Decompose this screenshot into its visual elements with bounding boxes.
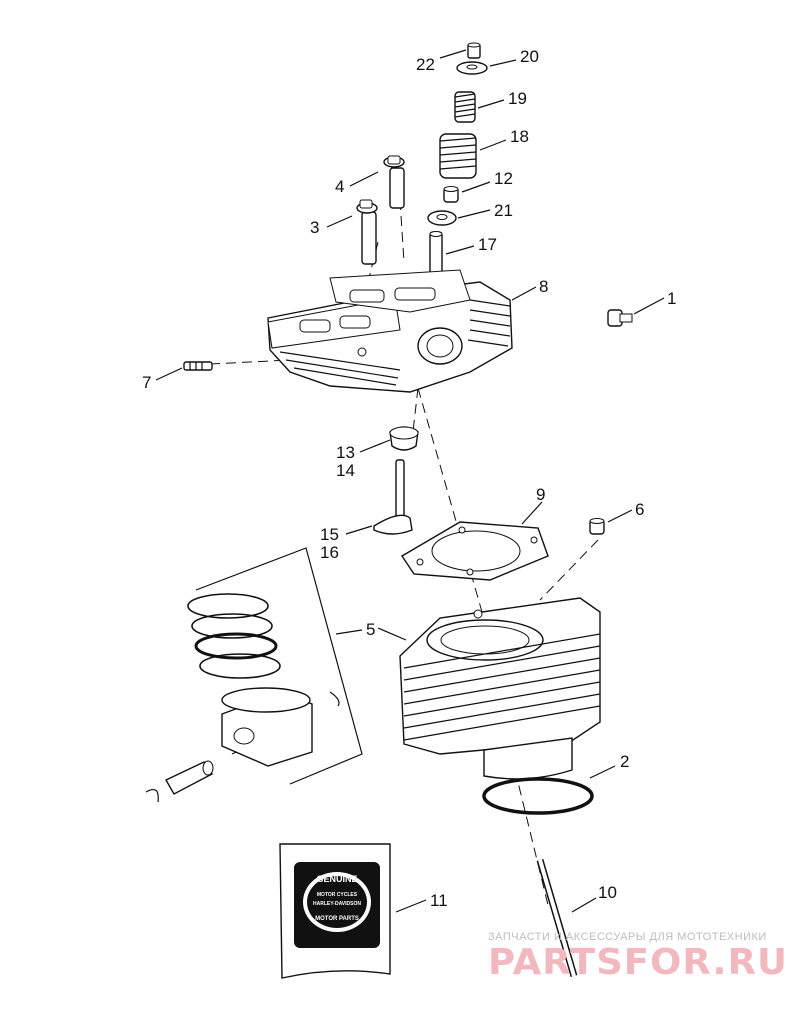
callout-6: 6 <box>635 500 644 519</box>
part-6-dowel <box>589 518 605 535</box>
part-3-valve-guide <box>356 199 378 265</box>
logo-line-3: HARLEY-DAVIDSON <box>313 901 361 907</box>
part-9-head-gasket <box>401 521 549 581</box>
callout-22: 22 <box>416 55 435 74</box>
watermark-tagline: ЗАПЧАСТИ И АКСЕССУАРЫ ДЛЯ МОТОТЕХНИКИ <box>488 931 767 943</box>
callout-4: 4 <box>335 177 344 196</box>
callout-21: 21 <box>494 201 513 220</box>
part-5-cylinder <box>399 597 601 780</box>
callout-7: 7 <box>142 373 151 392</box>
callout-10: 10 <box>598 883 617 902</box>
part-15-16-valve <box>373 459 413 535</box>
part-7-stud <box>183 361 213 371</box>
part-22-valve-keeper <box>467 42 481 59</box>
callout-16: 16 <box>320 543 339 562</box>
callout-12: 12 <box>494 169 513 188</box>
piston-pin <box>165 760 214 795</box>
part-11-genuine-kit-box: GENUINE MOTOR CYCLES HARLEY-DAVIDSON MOT… <box>279 843 391 979</box>
callout-20: 20 <box>520 47 539 66</box>
part-2-o-ring <box>482 777 594 815</box>
logo-line-1: GENUINE <box>316 874 357 884</box>
callout-numbers: 1 2 3 4 5 6 7 8 9 10 11 12 13 14 15 16 1… <box>142 47 676 910</box>
piston-rings <box>187 593 281 679</box>
callout-9: 9 <box>536 485 545 504</box>
watermark: ЗАПЧАСТИ И АКСЕССУАРЫ ДЛЯ МОТОТЕХНИКИ PA… <box>488 931 788 983</box>
part-19-inner-spring <box>454 91 476 123</box>
part-4-valve-guide <box>383 155 405 209</box>
part-21-spring-seat <box>427 210 457 226</box>
callout-11: 11 <box>430 891 448 910</box>
callout-2: 2 <box>620 752 629 771</box>
callout-5: 5 <box>366 620 375 639</box>
part-12-valve-seal <box>443 186 459 203</box>
part-18-outer-spring <box>439 133 477 179</box>
piston-kit-bracket <box>195 547 363 785</box>
part-20-spring-retainer <box>456 61 488 75</box>
callout-13: 13 <box>336 443 355 462</box>
callout-1: 1 <box>667 289 676 308</box>
part-13-14-valve-seat <box>389 426 419 451</box>
logo-line-2: MOTOR CYCLES <box>317 892 358 898</box>
callout-18: 18 <box>510 127 529 146</box>
watermark-brand: PARTSFOR.RU <box>488 942 788 983</box>
piston-pin-clip-right <box>329 691 340 707</box>
callout-15: 15 <box>320 525 339 544</box>
callout-8: 8 <box>539 277 548 296</box>
part-1-bolt <box>607 309 633 327</box>
part-8-cylinder-head <box>267 269 513 393</box>
logo-line-4: MOTOR PARTS <box>315 916 359 922</box>
callout-19: 19 <box>508 89 527 108</box>
piston-pin-clip-left <box>145 789 159 803</box>
callout-3: 3 <box>310 218 319 237</box>
callout-leaders <box>155 49 665 913</box>
piston <box>221 687 313 767</box>
part-10-cylinder-stud <box>536 859 578 977</box>
callout-14: 14 <box>336 461 355 480</box>
part-17-valve-guide <box>429 231 443 277</box>
callout-17: 17 <box>478 235 497 254</box>
